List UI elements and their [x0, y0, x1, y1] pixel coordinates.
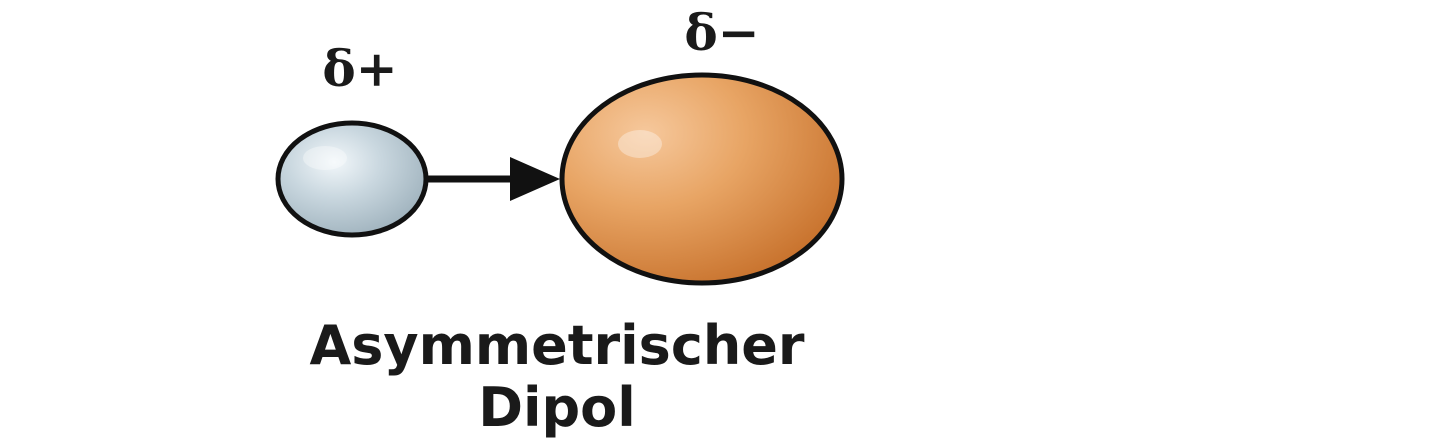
positive-atom [275, 120, 429, 238]
dipole-arrow [424, 157, 560, 201]
caption-line-1: Asymmetrischer [309, 314, 804, 377]
partial-negative-label: δ− [684, 3, 759, 62]
partial-positive-label: δ+ [322, 39, 397, 98]
negative-atom [559, 72, 845, 286]
arrow-head [510, 157, 560, 201]
caption-line-2: Dipol [478, 376, 636, 439]
